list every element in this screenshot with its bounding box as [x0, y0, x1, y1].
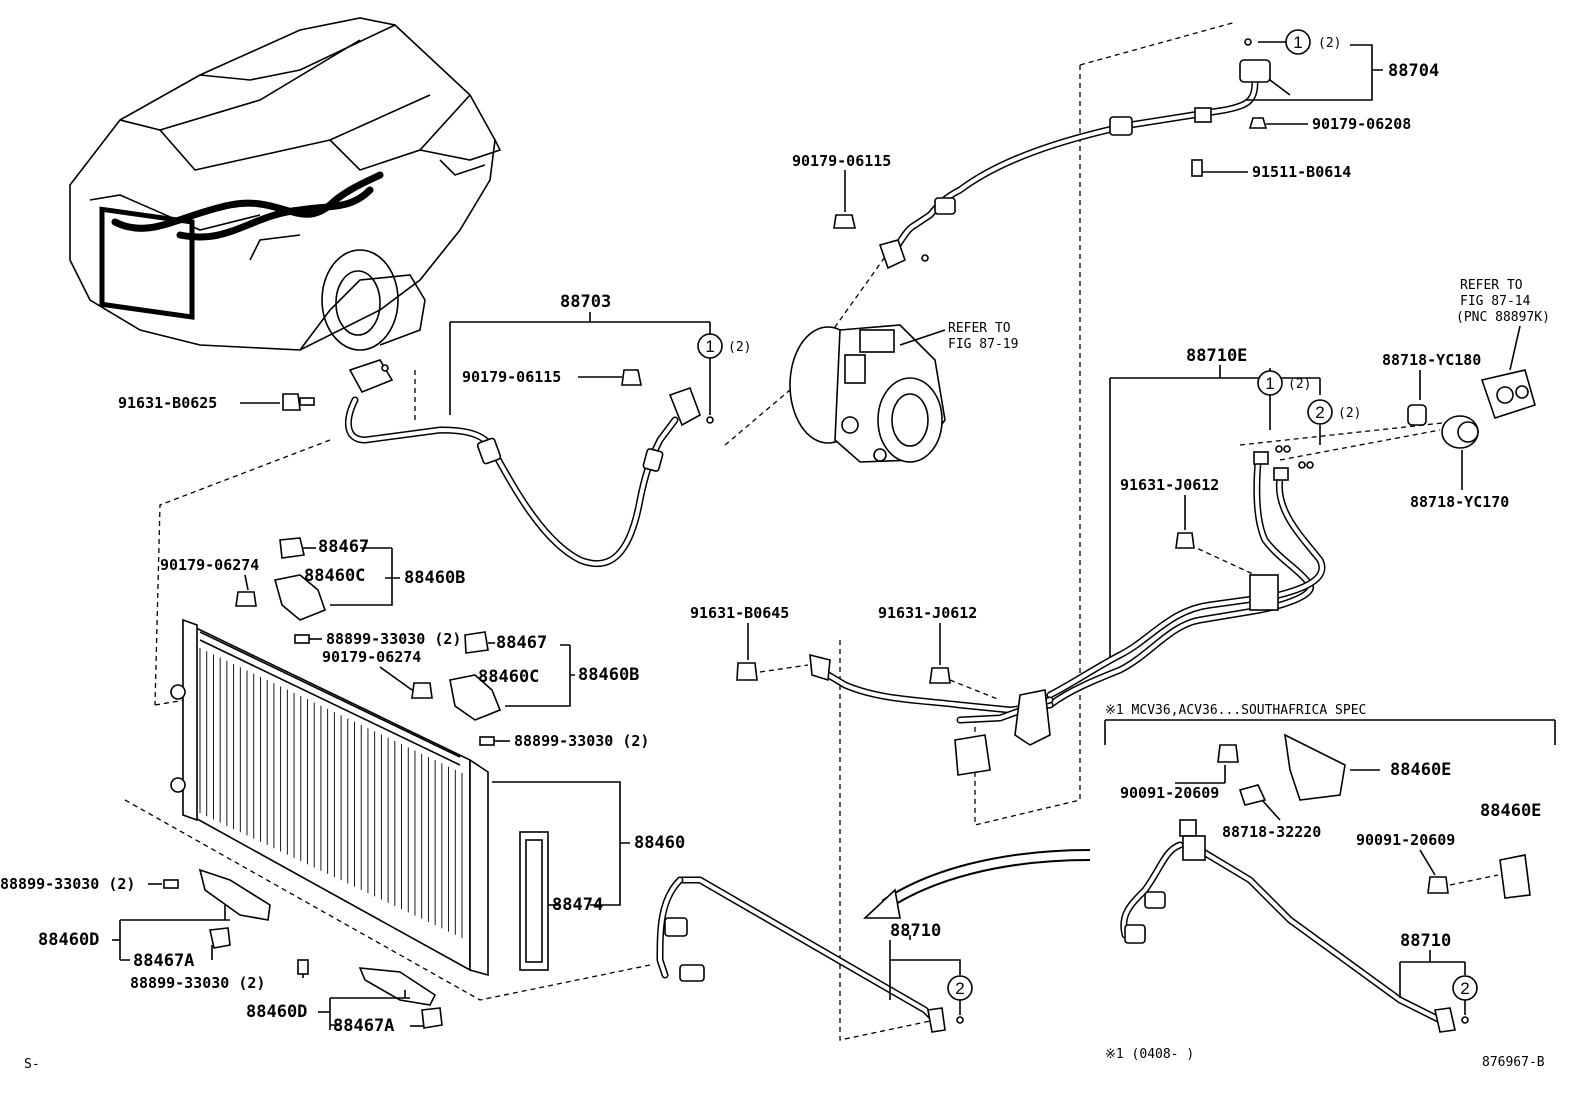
spec-note: ※1 MCV36,ACV36...SOUTHAFRICA SPEC	[1105, 703, 1366, 718]
label-88899-33030-b: 88899-33030 (2)	[514, 732, 649, 750]
figure-code: 876967-B	[1482, 1055, 1545, 1070]
vehicle-illustration	[69, 17, 502, 351]
label-88899-33030-d: 88899-33030 (2)	[130, 974, 265, 992]
refer-fig-87-14: REFER TO FIG 87-14 (PNC 88897K)	[1456, 278, 1550, 420]
condenser-fins	[199, 648, 463, 938]
bracket-group-88460D-left: 88899-33030 (2) 88460D 88467A	[0, 868, 271, 971]
callout-91631-J0612-right: 91631-J0612	[1120, 476, 1219, 549]
callout-91631-B0645: 91631-B0645	[690, 604, 809, 681]
refer-fig-87-19-line1: REFER TO	[948, 321, 1011, 336]
callout-2-88710-center: 2	[955, 979, 964, 998]
callout-1-88703: 1	[705, 337, 714, 356]
label-88460C-a: 88460C	[304, 566, 365, 586]
refer-fig-87-14-line1: REFER TO	[1460, 278, 1523, 293]
callout-91631-B0625: 91631-B0625	[118, 393, 315, 412]
footnote-date-range: ※1 (0408- )	[1105, 1047, 1194, 1062]
label-91631-B0645: 91631-B0645	[690, 604, 789, 622]
suction-hose-88703	[344, 359, 714, 568]
label-88460B-b: 88460B	[578, 665, 639, 685]
refer-fig-87-14-line3: (PNC 88897K)	[1456, 310, 1550, 325]
bracket-group-88460B-upper: 88467 90179-06274 88460C 88460B 88899-33…	[160, 537, 465, 648]
label-91631-J0612-right: 91631-J0612	[1120, 476, 1219, 494]
qty-88703: (2)	[728, 340, 751, 355]
label-88474: 88474	[552, 895, 603, 915]
center-pipe-assembly	[809, 653, 1054, 776]
label-90179-06274-a: 90179-06274	[160, 556, 259, 574]
callout-88704: 1 (2) 88704	[1245, 29, 1439, 101]
discharge-hose-88704	[878, 38, 1271, 270]
callout-2-88710E: 2	[1315, 403, 1324, 422]
bracket-group-88460D-bottom: 88899-33030 (2) 88460D 88467A	[130, 959, 443, 1036]
label-88704: 88704	[1388, 61, 1439, 81]
label-88460D-a: 88460D	[38, 930, 99, 950]
qty-2-88710E: (2)	[1338, 406, 1361, 421]
condenser-88460	[170, 618, 489, 977]
label-90179-06208: 90179-06208	[1312, 115, 1411, 133]
label-91631-B0625: 91631-B0625	[118, 394, 217, 412]
label-90091-20609-b: 90091-20609	[1356, 831, 1455, 849]
callout-90179-06115-top: 90179-06115	[792, 152, 891, 229]
liquid-pipe-88710E	[1046, 451, 1326, 709]
label-88460E-a: 88460E	[1390, 760, 1451, 780]
refer-fig-87-14-line2: FIG 87-14	[1460, 294, 1531, 309]
callout-88703: 88703 1 (2)	[449, 292, 751, 415]
label-88467A-a: 88467A	[133, 951, 194, 971]
label-88899-33030-c: 88899-33030 (2)	[0, 875, 135, 893]
callout-1-88704: 1	[1293, 33, 1302, 52]
label-88710-right: 88710	[1400, 931, 1451, 951]
callout-90179-06115-mid: 90179-06115	[462, 368, 642, 386]
label-90091-20609-a: 90091-20609	[1120, 784, 1219, 802]
callout-91631-J0612-center: 91631-J0612	[878, 604, 977, 684]
compressor: REFER TO FIG 87-19	[789, 321, 1018, 463]
label-91511-B0614: 91511-B0614	[1252, 163, 1351, 181]
callout-2-88710-right: 2	[1460, 979, 1469, 998]
label-88460C-b: 88460C	[478, 667, 539, 687]
southafrica-spec-section: ※1 MCV36,ACV36...SOUTHAFRICA SPEC 88460E…	[1104, 703, 1556, 1033]
qty-1-88710E: (2)	[1288, 377, 1311, 392]
refer-fig-87-19-line2: FIG 87-19	[948, 337, 1018, 352]
label-88718-YC170: 88718-YC170	[1410, 493, 1509, 511]
label-90179-06115-top: 90179-06115	[792, 152, 891, 170]
label-90179-06115-mid: 90179-06115	[462, 368, 561, 386]
label-88710E: 88710E	[1186, 346, 1247, 366]
qty-88704: (2)	[1318, 36, 1341, 51]
callout-88710E: 88710E 1 (2) 2 (2)	[1109, 346, 1361, 660]
callout-91511-B0614: 91511-B0614	[1191, 159, 1351, 181]
label-88899-33030-a: 88899-33030 (2)	[326, 630, 461, 648]
callout-90179-06208: 90179-06208	[1248, 115, 1411, 133]
label-88710-center: 88710	[890, 921, 941, 941]
label-91631-J0612-center: 91631-J0612	[878, 604, 977, 622]
label-88460E-b: 88460E	[1480, 801, 1541, 821]
bracket-group-88460B-lower: 88467 90179-06274 88460C 88460B 88899-33…	[322, 631, 649, 750]
label-88718-YC180: 88718-YC180	[1382, 351, 1481, 369]
corner-mark: S-	[24, 1057, 40, 1072]
callout-88460: 88460	[492, 781, 685, 906]
label-88460B-a: 88460B	[404, 568, 465, 588]
label-88718-32220: 88718-32220	[1222, 823, 1321, 841]
callout-1-88710E: 1	[1265, 374, 1274, 393]
callout-88718-YC180: 88718-YC180	[1382, 351, 1481, 426]
receiver-88474: 88474	[519, 831, 603, 971]
label-88467-a: 88467	[318, 537, 369, 557]
label-88460D-b: 88460D	[246, 1002, 307, 1022]
direction-arrow	[862, 849, 1091, 919]
label-88467A-b: 88467A	[333, 1016, 394, 1036]
label-88703: 88703	[560, 292, 611, 312]
label-88460: 88460	[634, 833, 685, 853]
liquid-pipe-88710-center: 88710 2	[656, 876, 973, 1033]
label-90179-06274-b: 90179-06274	[322, 648, 421, 666]
label-88467-b: 88467	[496, 633, 547, 653]
callout-88718-YC170: 88718-YC170	[1410, 415, 1509, 511]
